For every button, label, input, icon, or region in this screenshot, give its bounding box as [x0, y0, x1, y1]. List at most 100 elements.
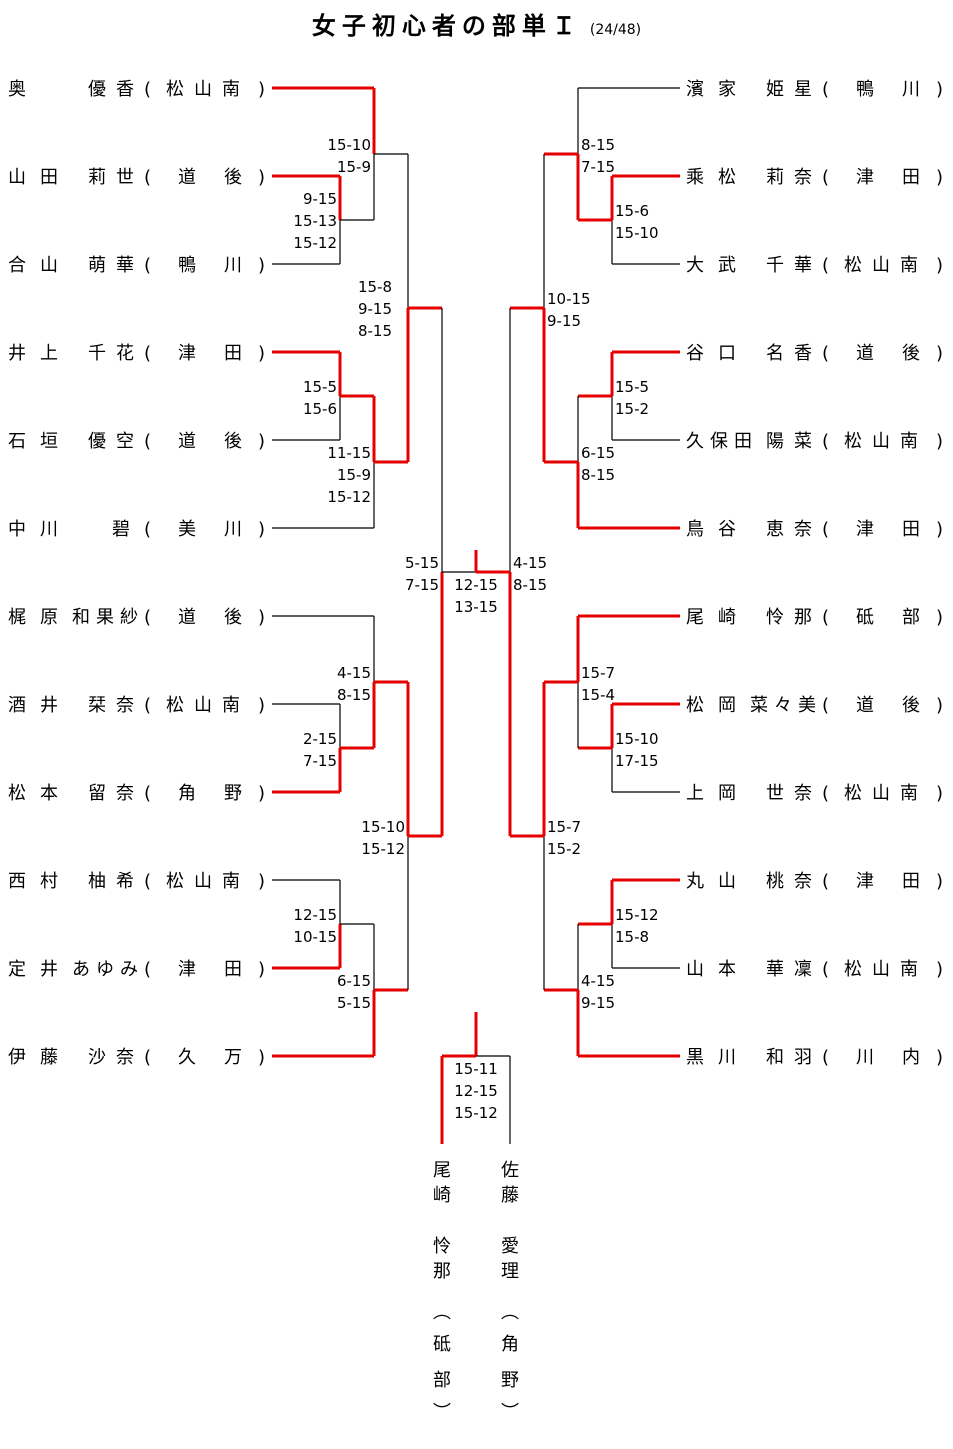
player-club: 川 [224, 519, 242, 540]
player-family-name: 川 [40, 519, 58, 540]
match-score: 11-15 [327, 444, 371, 462]
club-close-paren: ) [258, 167, 265, 188]
club-close-paren: ) [936, 607, 943, 628]
club-close-paren: ) [258, 519, 265, 540]
player-club: 山 [194, 871, 212, 892]
player-given-name: 怜 [766, 607, 784, 628]
club-open-paren: ( [822, 783, 829, 804]
match-score: 15-2 [615, 400, 649, 418]
player-given-name: 華 [116, 255, 134, 276]
club-open-paren: ( [144, 959, 151, 980]
match-score: 7-15 [405, 576, 439, 594]
match-score: 8-15 [581, 466, 615, 484]
player-given-name: 世 [766, 783, 784, 804]
player-club: 南 [222, 79, 240, 100]
club-close-paren: ) [936, 431, 943, 452]
match-score: 15-5 [615, 378, 649, 396]
player-given-name: 花 [116, 343, 134, 364]
player-club: 野 [224, 783, 242, 804]
player-family-name: 垣 [40, 431, 58, 452]
match-score: 9-15 [581, 994, 615, 1012]
player-club: 田 [224, 343, 242, 364]
player-family-name: 石 [8, 431, 26, 452]
match-score: 6-15 [337, 972, 371, 990]
bottom-player-given: 愛 [501, 1236, 519, 1257]
player-family-name: 松 [8, 783, 26, 804]
match-score: 15-7 [581, 664, 615, 682]
player-club: 後 [224, 607, 242, 628]
player-given-name: 星 [794, 79, 812, 100]
club-open-paren: ( [144, 871, 151, 892]
match-score: 5-15 [337, 994, 371, 1012]
player-club: 砥 [856, 607, 874, 628]
player-given-name: 羽 [794, 1047, 812, 1068]
player-given-name: 莉 [766, 167, 784, 188]
club-close-paren: ) [936, 343, 943, 364]
player-club: 部 [902, 607, 920, 628]
bottom-player-family: 藤 [501, 1185, 519, 1206]
player-given-name: 萌 [88, 255, 106, 276]
club-close-paren: ) [936, 519, 943, 540]
match-score: 10-15 [547, 290, 591, 308]
player-family-name: 西 [8, 871, 26, 892]
bottom-player-family: 佐 [501, 1160, 519, 1181]
player-given-name: 香 [794, 343, 812, 364]
player-club: 山 [194, 695, 212, 716]
player-family-name: 丸 [686, 871, 704, 892]
player-club: 津 [856, 871, 874, 892]
player-club: 田 [902, 519, 920, 540]
match-score: 15-8 [358, 278, 392, 296]
club-open-paren: ( [144, 79, 151, 100]
player-club: 津 [856, 519, 874, 540]
player-club: 万 [224, 1047, 242, 1068]
match-score: 4-15 [337, 664, 371, 682]
player-club: 角 [178, 783, 196, 804]
player-given-name: 陽 [766, 431, 784, 452]
player-given-name: 奈 [794, 871, 812, 892]
club-close-paren: ) [258, 255, 265, 276]
player-family-name: 濱 [686, 79, 704, 100]
match-score: 15-12 [361, 840, 405, 858]
match-score: 15-11 [454, 1060, 498, 1078]
player-given-name: 那 [794, 607, 812, 628]
bottom-player-family: 尾 [433, 1160, 451, 1181]
player-club: 道 [856, 343, 874, 364]
match-score: 8-15 [358, 322, 392, 340]
player-given-name: み [120, 959, 138, 980]
player-given-name: 菜 [750, 695, 768, 716]
match-score: 15-4 [581, 686, 615, 704]
player-given-name: 千 [766, 255, 784, 276]
player-given-name: 碧 [112, 519, 130, 540]
match-score: 10-15 [293, 928, 337, 946]
player-club: 鴨 [856, 79, 874, 100]
player-club: 山 [872, 431, 890, 452]
match-score: 12-15 [454, 576, 498, 594]
club-open-paren: ︵ [433, 1302, 451, 1323]
player-club: 松 [844, 783, 862, 804]
player-family-name: 井 [40, 695, 58, 716]
page-title: 女子初心者の部単Ｉ [311, 12, 582, 40]
player-club: 松 [166, 871, 184, 892]
bottom-player-family: 崎 [433, 1185, 451, 1206]
club-close-paren: ) [258, 959, 265, 980]
player-family-name: 田 [734, 431, 752, 452]
player-given-name: 奈 [794, 783, 812, 804]
player-family-name: 保 [710, 431, 728, 452]
player-given-name: 桃 [766, 871, 784, 892]
bottom-player-given: 那 [433, 1261, 451, 1282]
player-given-name: 優 [88, 431, 106, 452]
player-given-name: 奈 [794, 519, 812, 540]
player-given-name: 凜 [794, 959, 812, 980]
club-open-paren: ( [822, 695, 829, 716]
player-family-name: 上 [40, 343, 58, 364]
player-given-name: 奈 [116, 1047, 134, 1068]
club-close-paren: ) [258, 1047, 265, 1068]
match-score: 7-15 [581, 158, 615, 176]
match-score: 15-5 [303, 378, 337, 396]
player-given-name: 菜 [794, 431, 812, 452]
match-score: 15-2 [547, 840, 581, 858]
player-given-name: 千 [88, 343, 106, 364]
club-open-paren: ( [822, 79, 829, 100]
player-given-name: 栞 [88, 695, 106, 716]
player-club: 後 [902, 343, 920, 364]
